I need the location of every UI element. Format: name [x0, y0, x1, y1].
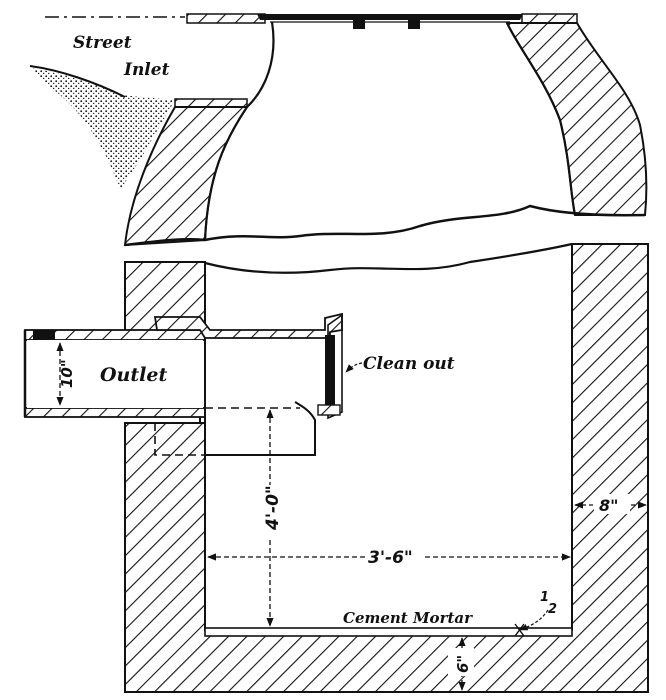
street-inlet-label-line2: Inlet [123, 60, 170, 80]
depth-text: 4'-0" [263, 485, 283, 531]
trap-hidden-line [154, 407, 300, 456]
ground-surface-strip [174, 98, 248, 108]
upper-right-wall [505, 22, 648, 216]
trap-body-outline [204, 338, 316, 456]
street-pavement-left [186, 13, 266, 24]
clean-out-label: Clean out [363, 354, 455, 374]
clean-out-cap [325, 335, 335, 410]
street-inlet-label-line1: Street [73, 33, 132, 53]
cement-mortar-layer [204, 627, 573, 637]
outlet-label: Outlet [100, 364, 167, 386]
lower-break-line [204, 242, 573, 274]
cement-mortar-label: Cement Mortar [343, 609, 473, 627]
outlet-pipe-bottom-wall [24, 407, 206, 418]
width-text: 3'-6" [368, 548, 413, 568]
earth-fill [30, 68, 175, 190]
wall-thickness-text: 8" [599, 496, 618, 515]
pipe-diameter-text: 10" [58, 359, 76, 388]
mortar-thickness-leader [519, 609, 549, 631]
upper-break-line [124, 204, 646, 247]
street-pavement-right [521, 13, 578, 24]
mortar-thickness-den: 2 [548, 602, 557, 617]
inlet-chamber-outline [203, 21, 275, 241]
inlet-grate [257, 14, 523, 20]
mortar-thickness-num: 1 [540, 590, 549, 605]
floor-thickness-text: 6" [454, 655, 472, 673]
